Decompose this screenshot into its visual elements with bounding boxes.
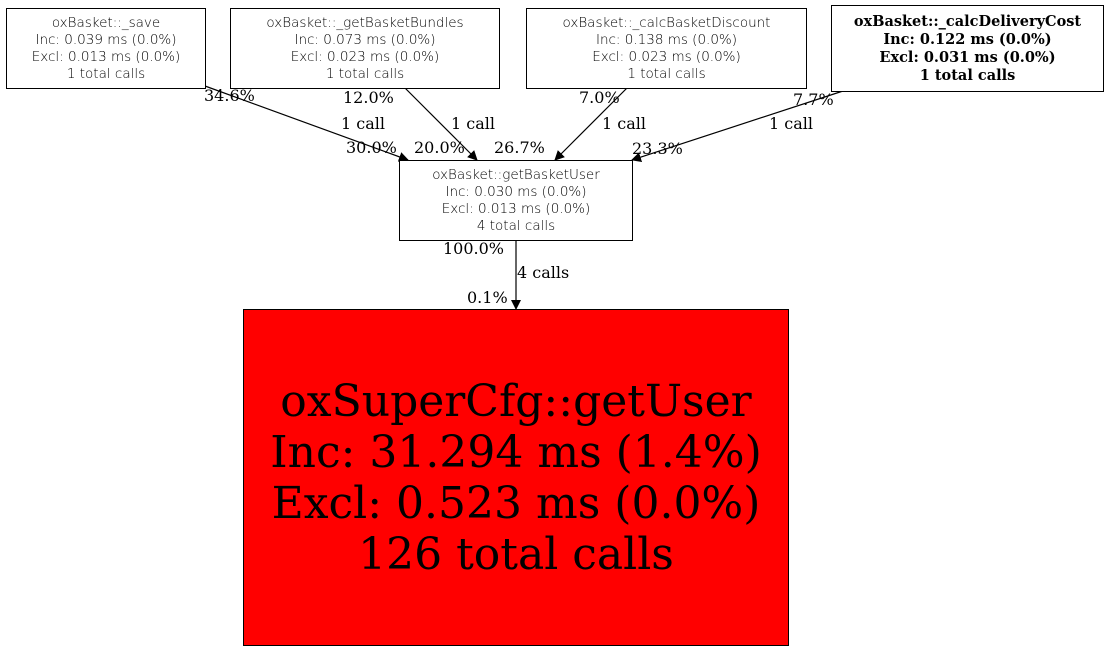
node-name: oxBasket::_calcBasketDiscount <box>562 14 771 31</box>
edge-head-label: 23.3% <box>632 139 683 158</box>
node-inc: Inc: 0.030 ms (0.0%) <box>445 183 587 200</box>
edge-head-label: 30.0% <box>346 138 397 157</box>
node-inc: Inc: 0.122 ms (0.0%) <box>883 30 1052 48</box>
edge-save-to-getbasketuser <box>204 85 409 162</box>
edge-discount-to-getbasketuser <box>554 87 628 161</box>
node-calls: 1 total calls <box>66 65 146 82</box>
edge-tail-label: 7.7% <box>793 90 834 109</box>
edge-label: 1 call <box>451 114 495 133</box>
edge-label: 1 call <box>602 114 646 133</box>
edge-tail-label: 7.0% <box>579 88 620 107</box>
node-excl: Excl: 0.013 ms (0.0%) <box>31 48 181 65</box>
node-calc-basket-discount[interactable]: oxBasket::_calcBasketDiscount Inc: 0.138… <box>526 8 807 89</box>
node-inc: Inc: 0.039 ms (0.0%) <box>35 31 177 48</box>
edge-head-label: 0.1% <box>467 288 508 307</box>
edge-tail-label: 12.0% <box>343 88 394 107</box>
edge-label: 4 calls <box>517 263 570 282</box>
node-inc: Inc: 31.294 ms (1.4%) <box>270 426 762 478</box>
edge-bundles-to-getbasketuser <box>404 87 478 161</box>
edge-head-label: 20.0% <box>414 138 465 157</box>
node-excl: Excl: 0.031 ms (0.0%) <box>879 48 1056 66</box>
node-inc: Inc: 0.138 ms (0.0%) <box>595 31 738 48</box>
edge-label: 1 call <box>341 114 385 133</box>
node-excl: Excl: 0.013 ms (0.0%) <box>441 200 591 217</box>
edge-delivery-to-getbasketuser <box>631 90 844 162</box>
node-name: oxBasket::_getBasketBundles <box>266 14 464 31</box>
node-get-basket-bundles[interactable]: oxBasket::_getBasketBundles Inc: 0.073 m… <box>230 8 500 89</box>
node-calls: 4 total calls <box>476 217 556 234</box>
node-name: oxBasket::getBasketUser <box>432 166 600 183</box>
node-get-user[interactable]: oxSuperCfg::getUser Inc: 31.294 ms (1.4%… <box>243 309 789 646</box>
node-excl: Excl: 0.023 ms (0.0%) <box>290 48 440 65</box>
node-get-basket-user[interactable]: oxBasket::getBasketUser Inc: 0.030 ms (0… <box>399 160 633 241</box>
node-calls: 1 total calls <box>919 66 1016 84</box>
node-save[interactable]: oxBasket::_save Inc: 0.039 ms (0.0%) Exc… <box>6 8 206 89</box>
node-calls: 126 total calls <box>358 528 674 580</box>
edge-label: 1 call <box>769 114 813 133</box>
node-name: oxSuperCfg::getUser <box>280 375 752 427</box>
node-calls: 1 total calls <box>325 65 405 82</box>
node-calls: 1 total calls <box>627 65 706 82</box>
edge-head-label: 26.7% <box>494 138 545 157</box>
node-name: oxBasket::_save <box>51 14 161 31</box>
edge-tail-label: 100.0% <box>443 239 505 258</box>
node-name: oxBasket::_calcDeliveryCost <box>853 12 1082 30</box>
node-excl: Excl: 0.023 ms (0.0%) <box>592 48 741 65</box>
node-inc: Inc: 0.073 ms (0.0%) <box>294 31 436 48</box>
edge-tail-label: 34.6% <box>204 86 255 105</box>
node-excl: Excl: 0.523 ms (0.0%) <box>271 477 761 529</box>
node-calc-delivery-cost[interactable]: oxBasket::_calcDeliveryCost Inc: 0.122 m… <box>831 5 1104 92</box>
